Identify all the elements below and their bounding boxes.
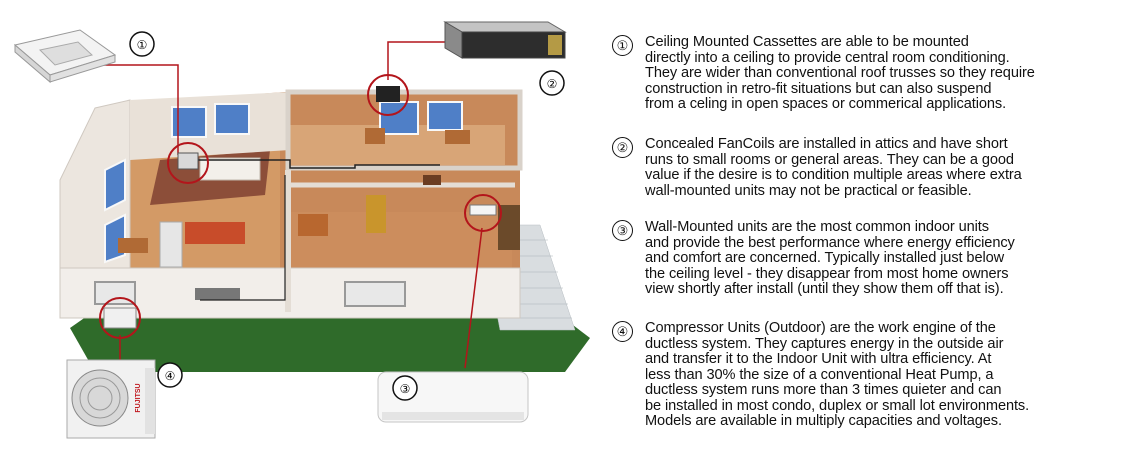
cassette-in-room <box>177 152 199 170</box>
house-cutaway-illustration: FUJITSU ① ② ③ ④ <box>13 21 590 439</box>
callout-line: wall-mounted units may not be practical … <box>645 182 972 199</box>
ceiling-cassette-unit <box>13 29 117 84</box>
label-4: ④ <box>165 369 176 383</box>
callout-line: construction in retro-fit situations but… <box>645 80 992 97</box>
callout-ceiling-cassettes: ① Ceiling Mounted Cassettes are able to … <box>612 34 1112 113</box>
callout-text: Wall-Mounted units are the most common i… <box>645 219 1112 298</box>
outdoor-unit-brand: FUJITSU <box>135 383 142 412</box>
callout-line: and comfort are concerned. Typically ins… <box>645 250 1005 266</box>
outdoor-compressor-unit <box>66 359 156 439</box>
label-circle-2 <box>539 70 565 96</box>
callout-line: ductless system. They captures energy in… <box>645 335 1004 352</box>
callout-line: runs to small rooms or general areas. Th… <box>645 151 1014 168</box>
callout-line: the ceiling level - they disappear from … <box>645 265 1009 282</box>
callout-number: ④ <box>612 321 633 342</box>
interior-wall-top <box>285 89 523 171</box>
back-wall <box>130 92 290 160</box>
callout-line: view shortly after install (until they s… <box>645 281 1004 297</box>
callout-text: Ceiling Mounted Cassettes are able to be… <box>645 34 1112 113</box>
callout-number: ① <box>612 35 633 56</box>
callout-line: value if the desire is to condition mult… <box>645 167 1022 183</box>
compressor-on-lawn <box>103 307 137 329</box>
callout-line: Models are available in multiply capacit… <box>645 413 1002 429</box>
label-2: ② <box>547 77 558 91</box>
callout-line: from a celing in open spaces or commeric… <box>645 96 1007 112</box>
wall-unit-in-room <box>469 204 497 216</box>
label-circle-1 <box>129 31 155 57</box>
furniture <box>118 128 520 300</box>
callout-wall-mounted: ③ Wall-Mounted units are the most common… <box>612 219 1112 298</box>
fancoil-in-attic <box>376 86 400 102</box>
callout-compressor-units: ④ Compressor Units (Outdoor) are the wor… <box>612 320 1112 430</box>
callout-line: Wall-Mounted units are the most common i… <box>645 219 989 235</box>
callout-text: Compressor Units (Outdoor) are the work … <box>645 320 1112 430</box>
callout-line: Concealed FanCoils are installed in atti… <box>645 136 1008 152</box>
callout-line: and transfer it to the Indoor Unit with … <box>645 351 992 367</box>
refrigerant-line-2 <box>200 175 286 301</box>
bedroom-floor <box>290 212 512 268</box>
refrigerant-line <box>190 159 440 169</box>
callout-line: Ceiling Mounted Cassettes are able to be… <box>645 34 969 50</box>
highlight-circles <box>99 74 502 339</box>
callout-concealed-fancoils: ② Concealed FanCoils are installed in at… <box>612 136 1112 199</box>
label-1: ① <box>137 38 148 52</box>
callout-line: ductless system runs more than 3 times q… <box>645 382 1002 398</box>
label-circle-4 <box>157 362 183 388</box>
callout-line: and provide the best performance where e… <box>645 234 1015 251</box>
leader-lines <box>90 41 483 369</box>
concealed-fancoil-unit <box>443 21 567 59</box>
callout-number: ③ <box>612 220 633 241</box>
callout-text: Concealed FanCoils are installed in atti… <box>645 136 1112 199</box>
label-circle-3 <box>392 375 418 401</box>
callout-line: Compressor Units (Outdoor) are the work … <box>645 320 996 336</box>
callout-line: less than 30% the size of a conventional… <box>645 366 994 383</box>
callout-line: be installed in most condo, duplex or sm… <box>645 397 1030 414</box>
label-3: ③ <box>400 382 411 396</box>
callout-number: ② <box>612 137 633 158</box>
callout-line: They are wider than conventional roof tr… <box>645 65 1035 81</box>
callout-line: directly into a ceiling to provide centr… <box>645 49 1010 66</box>
